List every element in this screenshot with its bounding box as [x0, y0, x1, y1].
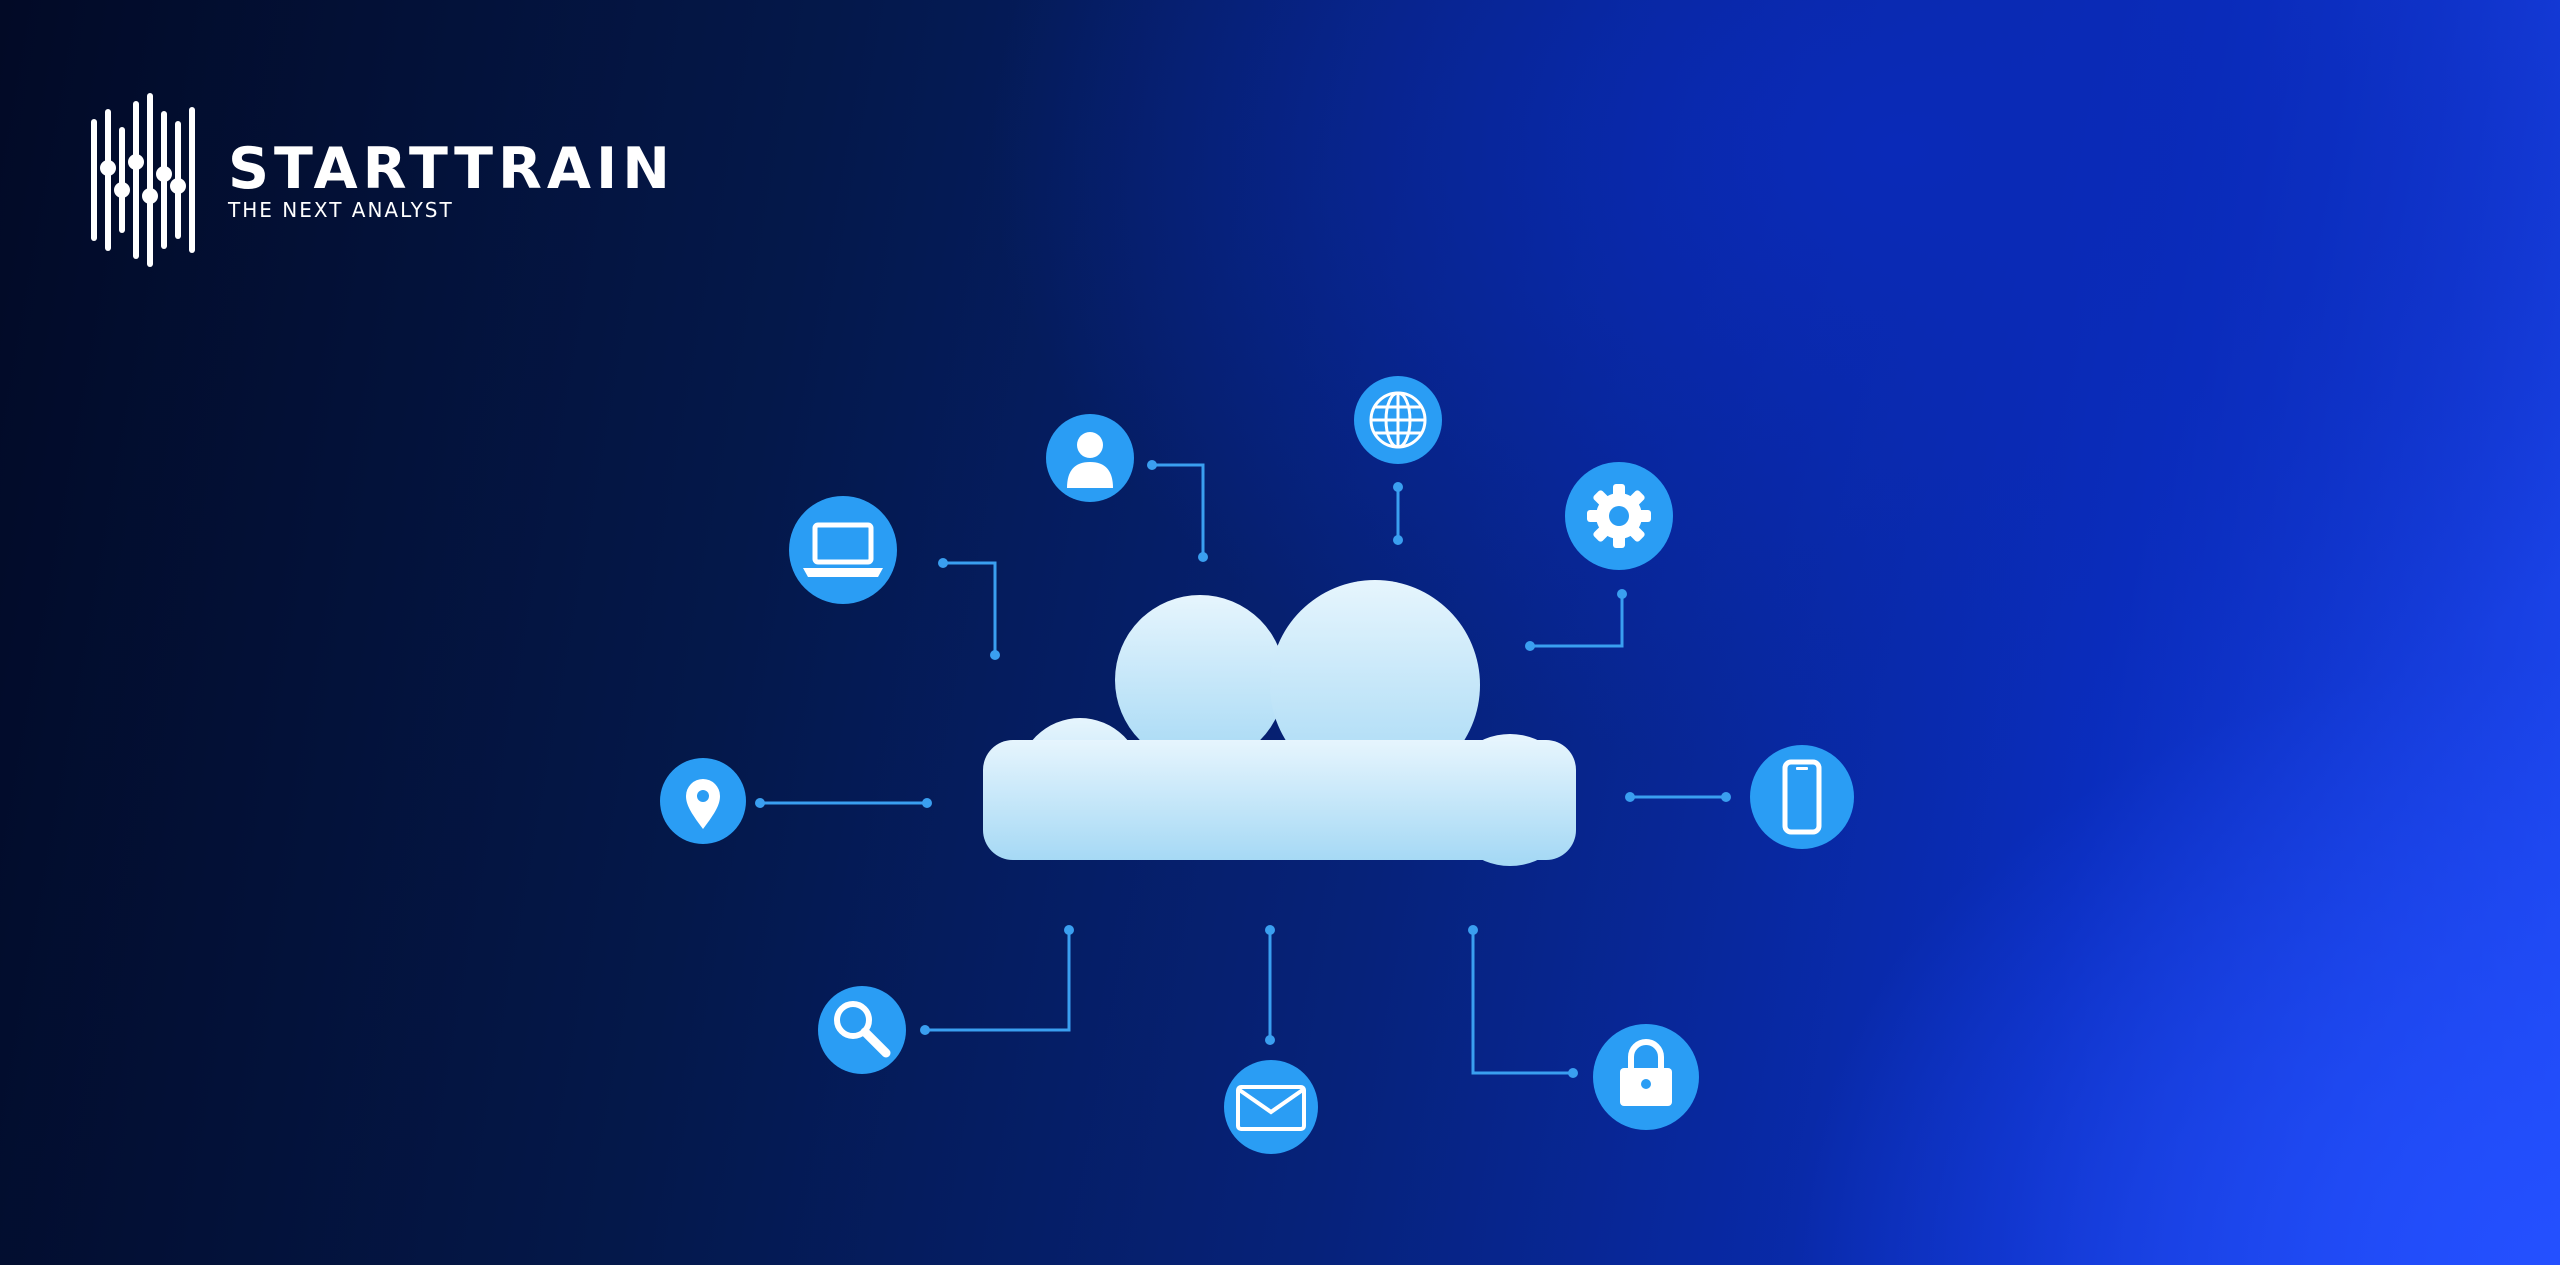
smartphone-icon	[1750, 745, 1854, 849]
globe-icon	[1354, 376, 1442, 464]
lock-icon	[1593, 1024, 1699, 1130]
user-icon	[1046, 414, 1134, 502]
mail-icon	[1224, 1060, 1318, 1154]
brand-name: STARTTRAIN	[228, 135, 675, 202]
connector-lines	[760, 463, 1726, 1075]
laptop-icon	[789, 496, 897, 604]
brand-tagline: THE NEXT ANALYST	[228, 197, 454, 222]
connector-dots	[755, 460, 1731, 1078]
search-icon	[818, 986, 906, 1074]
cloud-icon	[983, 580, 1576, 866]
gear-icon	[1565, 462, 1673, 570]
startrain-logo-mark-icon	[91, 93, 195, 267]
location-pin-icon	[660, 758, 746, 844]
brand-logo: STARTTRAIN THE NEXT ANALYST	[86, 92, 675, 268]
